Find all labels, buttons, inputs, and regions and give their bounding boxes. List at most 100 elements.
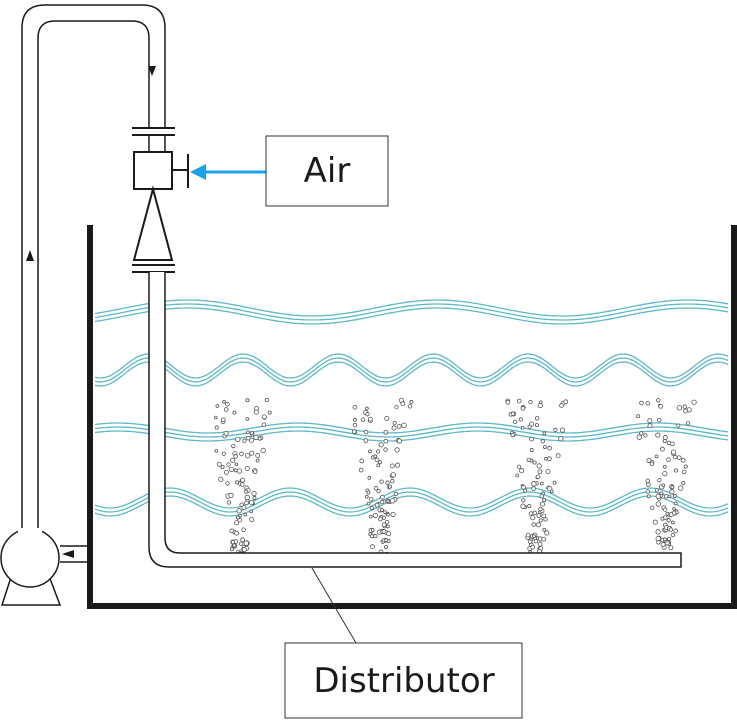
distributor-leader-line xyxy=(311,567,357,644)
bubble xyxy=(244,489,249,494)
bubble xyxy=(252,469,258,475)
bubble xyxy=(652,519,658,525)
bubble xyxy=(636,434,642,440)
bubble xyxy=(240,482,245,487)
bubble xyxy=(384,416,390,422)
bubble xyxy=(376,488,381,494)
bubble xyxy=(232,410,237,415)
bubble xyxy=(373,454,378,459)
bubble xyxy=(663,494,669,499)
bubble xyxy=(386,531,392,537)
bubble xyxy=(363,429,369,435)
bubble xyxy=(236,468,243,474)
bubble xyxy=(563,399,569,405)
bubble xyxy=(668,545,674,551)
air-bubbles xyxy=(213,397,697,564)
bubble xyxy=(678,485,684,491)
bubble xyxy=(360,417,366,422)
bubble xyxy=(245,430,250,435)
bubble xyxy=(673,501,678,506)
bubble xyxy=(532,460,537,465)
pump-outlet xyxy=(18,528,42,536)
bubble xyxy=(529,458,534,463)
bubble xyxy=(255,458,260,463)
bubble xyxy=(260,447,266,454)
bubble xyxy=(244,465,250,471)
bubble xyxy=(236,515,240,520)
wave-line xyxy=(94,299,729,317)
bubble xyxy=(242,438,247,443)
air-label: Air xyxy=(304,151,351,191)
bubble xyxy=(658,404,664,409)
bubble xyxy=(373,534,378,539)
bubble xyxy=(555,453,561,459)
bubble xyxy=(378,442,384,448)
bubble xyxy=(537,541,543,547)
bubble xyxy=(649,461,654,466)
distributor-pipe xyxy=(148,272,682,568)
bubble xyxy=(386,512,390,517)
upper-flange xyxy=(132,127,175,152)
bubble xyxy=(255,453,261,458)
bubble xyxy=(388,484,392,489)
bubble xyxy=(244,494,250,501)
bubble xyxy=(673,468,678,473)
bubble xyxy=(540,439,545,444)
bubble xyxy=(659,491,664,496)
bubble xyxy=(647,423,653,429)
bubble xyxy=(238,541,244,546)
bubble xyxy=(519,468,525,474)
bubble xyxy=(660,516,665,521)
bubble xyxy=(376,449,381,454)
bubble xyxy=(351,429,357,435)
air-injector-body xyxy=(133,151,173,190)
bubble xyxy=(249,437,255,443)
bubble xyxy=(657,417,662,423)
bubble xyxy=(515,473,520,478)
bubble xyxy=(527,539,533,544)
bubble xyxy=(536,513,542,518)
ejector-cone xyxy=(132,185,174,261)
bubble xyxy=(654,488,659,493)
bubble xyxy=(655,493,661,499)
wave-line xyxy=(94,487,729,509)
bubble xyxy=(241,505,247,511)
bubble xyxy=(226,462,231,467)
bubble xyxy=(386,524,390,529)
bubble xyxy=(391,425,397,431)
bubble xyxy=(370,534,375,539)
bubble xyxy=(543,445,547,449)
bubble xyxy=(510,432,515,438)
air-label-box xyxy=(265,135,389,207)
bubble xyxy=(365,406,369,411)
bubble xyxy=(662,464,667,469)
bubble xyxy=(376,463,381,468)
bubble xyxy=(246,436,251,441)
bubble xyxy=(218,476,224,482)
bubble xyxy=(215,404,220,408)
bubble xyxy=(383,429,389,435)
bubble xyxy=(239,451,244,457)
bubble xyxy=(381,538,386,543)
bubble xyxy=(645,401,650,406)
bubble xyxy=(390,511,396,517)
bubble xyxy=(373,486,379,491)
bubble xyxy=(245,398,250,403)
bubble xyxy=(539,493,544,499)
bubble xyxy=(368,449,372,454)
bubble xyxy=(639,431,644,436)
bubble xyxy=(543,517,548,522)
bubble xyxy=(538,506,543,512)
bubble xyxy=(225,401,230,407)
bubble xyxy=(513,419,518,425)
bubble xyxy=(656,540,661,545)
bubble xyxy=(379,479,384,484)
bubble xyxy=(666,457,671,462)
bubble xyxy=(231,443,236,449)
bubble xyxy=(366,490,371,495)
bubble xyxy=(670,449,677,455)
bubble xyxy=(676,455,682,460)
bubble xyxy=(517,464,522,469)
bubble xyxy=(672,454,678,460)
